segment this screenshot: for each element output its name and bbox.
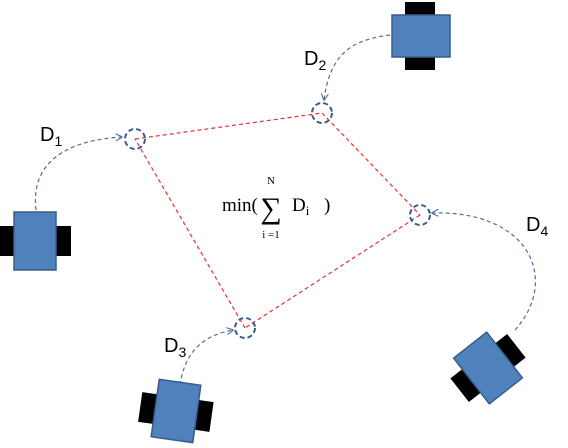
path-d1 — [34, 137, 122, 211]
formation-polygon — [134, 112, 421, 329]
robot-paths — [34, 34, 537, 386]
robot-1-body — [13, 211, 57, 271]
robot-1-wheel-left — [0, 226, 15, 256]
label-d3: D3 — [164, 335, 186, 360]
robot-4-body — [452, 331, 524, 405]
formula-lower-limit: i =1 — [262, 229, 280, 241]
robot-3-wheel-left — [138, 392, 158, 424]
robot-2 — [391, 2, 451, 70]
robot-4-wheel-right — [495, 334, 526, 367]
target-point-4 — [409, 204, 431, 226]
path-d4 — [432, 213, 537, 331]
robot-1-wheel-right — [56, 226, 71, 256]
target-points — [124, 102, 431, 339]
robot-3-body — [150, 378, 202, 444]
robot-1 — [0, 211, 71, 271]
target-point-2 — [311, 102, 333, 124]
robot-3-wheel-right — [194, 400, 214, 432]
robot-2-wheel-top — [405, 2, 435, 17]
robot-2-body — [391, 14, 451, 58]
objective-formula: min( N ∑ i =1 Di ) — [222, 175, 330, 241]
edge-3-1 — [134, 138, 246, 329]
label-d2: D2 — [304, 48, 326, 73]
formula-close: ) — [324, 195, 330, 216]
formula-upper-limit: N — [267, 175, 275, 187]
robot-3 — [138, 378, 214, 444]
target-point-1 — [124, 128, 146, 150]
robot-4 — [450, 331, 526, 405]
edge-2-4 — [321, 112, 421, 216]
robot-2-wheel-bottom — [405, 55, 435, 70]
formula-term: Di — [292, 195, 310, 218]
path-d3 — [179, 330, 233, 386]
robot-4-wheel-left — [450, 369, 481, 402]
label-d4: D4 — [526, 214, 548, 239]
formula-min: min( — [222, 195, 258, 216]
formula-sigma: ∑ — [260, 192, 281, 225]
target-point-3 — [234, 317, 256, 339]
label-d1: D1 — [40, 124, 62, 149]
path-d2 — [324, 34, 391, 100]
edge-1-2 — [134, 112, 323, 140]
